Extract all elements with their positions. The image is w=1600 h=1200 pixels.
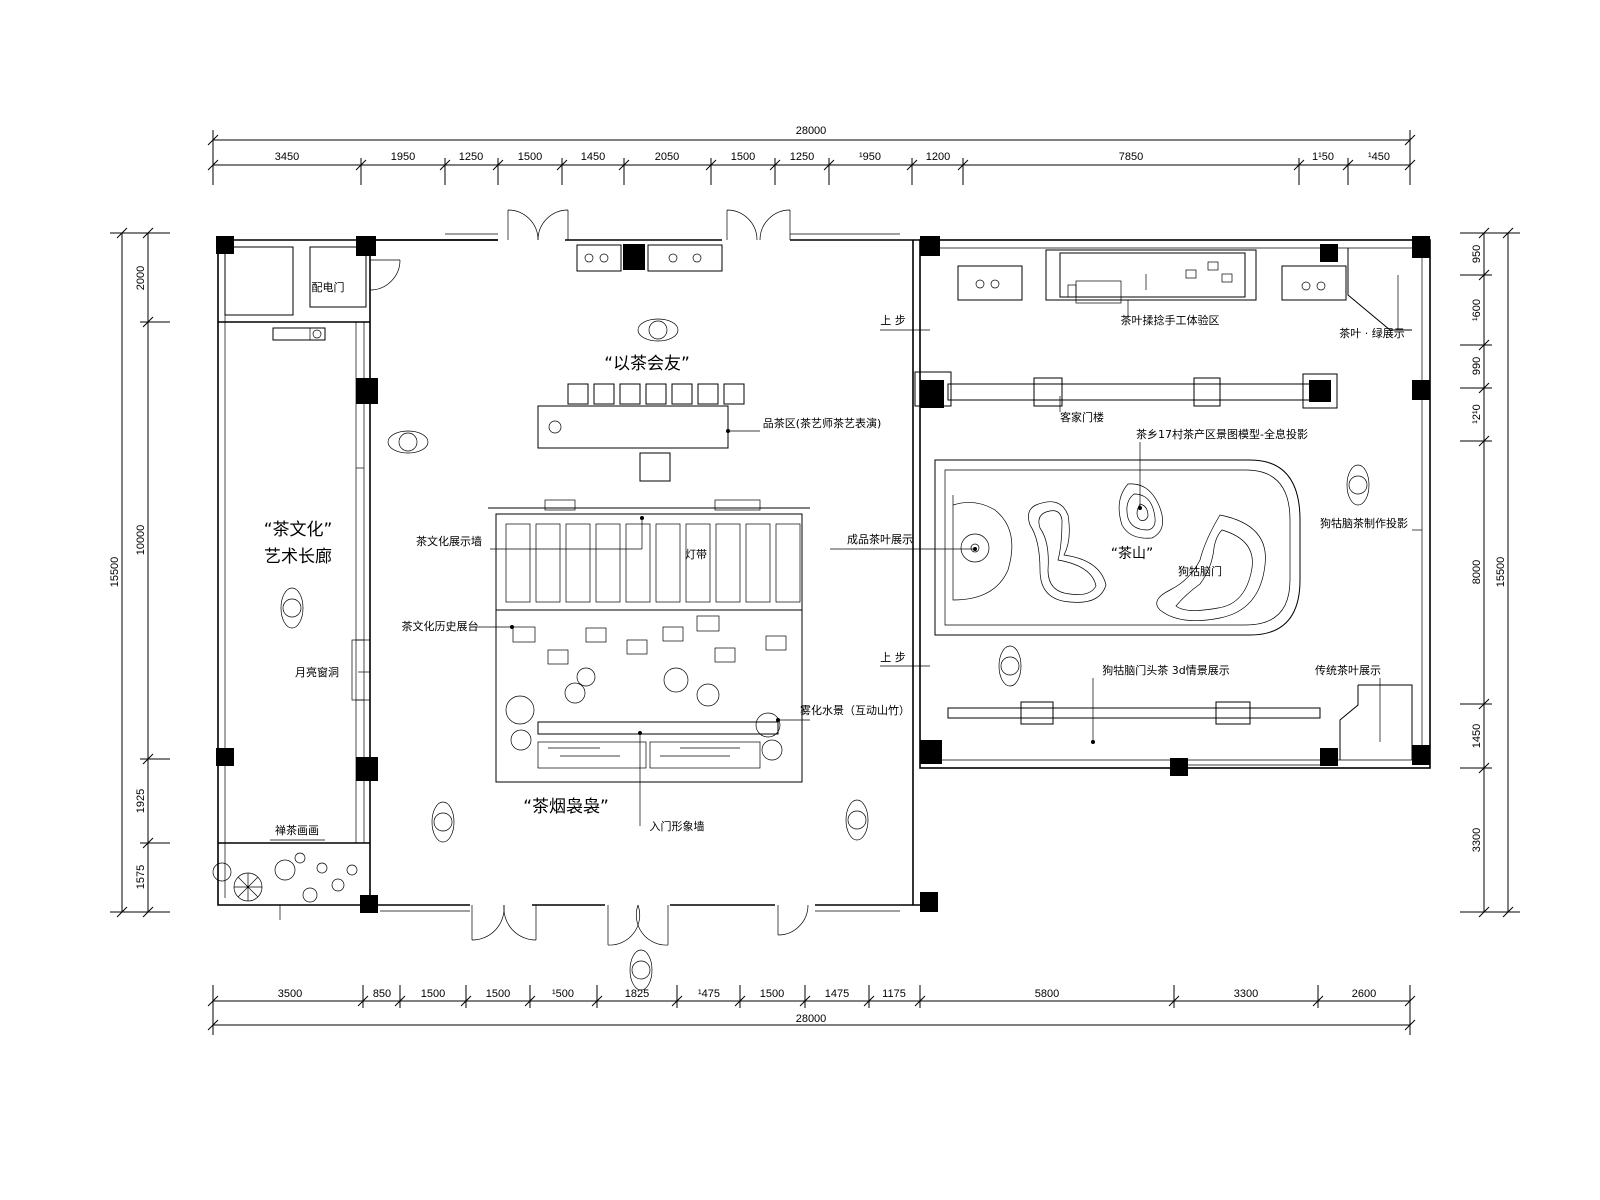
dim-top-5: 1450 bbox=[581, 151, 605, 163]
dim-bottom-6: 1825 bbox=[625, 988, 649, 1000]
dim-right-1: 950 bbox=[1471, 245, 1483, 263]
right-dimension-chain: 15500 950 ¹600 990 ¹2¹0 8000 1450 3300 bbox=[1460, 227, 1520, 918]
left-dimension-chain: 15500 2000 10000 1925 1575 bbox=[109, 227, 170, 918]
lower-rail bbox=[947, 248, 1413, 760]
dim-right-7: 3300 bbox=[1471, 828, 1483, 852]
dim-top-9: ¹950 bbox=[859, 151, 881, 163]
labels: 配电门 “茶文化” 艺术长廊 月亮窗洞 禅茶画画 “以茶会友” 品茶区(茶艺师茶… bbox=[264, 280, 1408, 837]
tasting-bar bbox=[537, 383, 745, 482]
dim-bottom-5: ¹500 bbox=[552, 988, 574, 1000]
dim-right-2: ¹600 bbox=[1471, 299, 1483, 321]
top-dimension-chain: 28000 3450 1950 1250 1500 1450 2050 1500… bbox=[207, 125, 1416, 185]
rail-label: 客家门楼 bbox=[1060, 410, 1104, 424]
dim-top-2: 1950 bbox=[391, 151, 415, 163]
dim-left-total: 15500 bbox=[109, 557, 121, 588]
mountain-model bbox=[934, 459, 1301, 636]
dim-right-3: 990 bbox=[1471, 357, 1483, 375]
gallery-details bbox=[270, 327, 371, 841]
culture-display-block bbox=[488, 499, 810, 783]
dim-top-10: 1200 bbox=[926, 151, 950, 163]
friends-title: “以茶会友” bbox=[604, 354, 690, 374]
dim-bottom-total: 28000 bbox=[796, 1013, 827, 1025]
dim-right-4: ¹2¹0 bbox=[1471, 404, 1483, 424]
experience-label: 茶叶揉捻手工体验区 bbox=[1121, 313, 1220, 327]
culture-wall-label: 茶文化展示墙 bbox=[416, 534, 482, 548]
dim-top-6: 2050 bbox=[655, 151, 679, 163]
entrance-wall-label: 入门形象墙 bbox=[650, 819, 705, 833]
door-label: 配电门 bbox=[312, 280, 345, 294]
dim-left-4: 1575 bbox=[135, 865, 147, 889]
gallery-title-line1: “茶文化” bbox=[264, 520, 333, 540]
dim-bottom-11: 5800 bbox=[1035, 988, 1059, 1000]
dim-bottom-9: 1475 bbox=[825, 988, 849, 1000]
dim-bottom-3: 1500 bbox=[421, 988, 445, 1000]
dim-left-1: 2000 bbox=[135, 266, 147, 290]
dim-top-3: 1250 bbox=[459, 151, 483, 163]
stair-label-1: 上 步 bbox=[880, 314, 906, 327]
brand-label: 狗牯脑门 bbox=[1178, 564, 1222, 578]
person-icon bbox=[637, 318, 679, 342]
fog-label: 雾化水景（互动山竹） bbox=[800, 703, 910, 717]
dim-top-11: 7850 bbox=[1119, 151, 1143, 163]
person-icon bbox=[387, 430, 429, 454]
dim-top-12: 1¹50 bbox=[1312, 151, 1334, 163]
person-icon bbox=[629, 949, 653, 991]
tasting-label: 品茶区(茶艺师茶艺表演) bbox=[763, 416, 882, 430]
tea-show-label: 茶叶 · 绿展示 bbox=[1339, 326, 1405, 340]
dim-bottom-4: 1500 bbox=[486, 988, 510, 1000]
structural-columns bbox=[216, 236, 1430, 913]
dim-top-13: ¹450 bbox=[1368, 151, 1390, 163]
bottom-dimension-chain: 3500 850 1500 1500 ¹500 1825 ¹475 1500 1… bbox=[207, 985, 1416, 1035]
dim-bottom-8: 1500 bbox=[760, 988, 784, 1000]
dim-top-8: 1250 bbox=[790, 151, 814, 163]
person-icon bbox=[845, 799, 869, 841]
sinks bbox=[576, 244, 1347, 301]
person-icon bbox=[1346, 464, 1370, 506]
scene-label: 狗牯脑门头茶 3d情景展示 bbox=[1102, 663, 1229, 677]
person-icon bbox=[431, 801, 455, 843]
dim-bottom-10: 1175 bbox=[882, 988, 906, 1000]
history-tea-label: 传统茶叶展示 bbox=[1315, 664, 1381, 677]
dim-right-5: 8000 bbox=[1471, 560, 1483, 584]
smoke-title: “茶烟袅袅” bbox=[523, 797, 609, 817]
model-label: 茶乡17村茶产区景图模型-全息投影 bbox=[1136, 427, 1308, 441]
exterior-walls bbox=[217, 233, 1431, 912]
dim-right-6: 1450 bbox=[1471, 724, 1483, 748]
dim-bottom-1: 3500 bbox=[278, 988, 302, 1000]
lamp-label: 灯带 bbox=[685, 548, 707, 561]
gallery-title-line2: 艺术长廊 bbox=[264, 547, 332, 567]
rail-gate bbox=[914, 371, 1338, 409]
mountain-title: “茶山” bbox=[1111, 546, 1154, 562]
plant-icon bbox=[212, 852, 358, 903]
finished-tea-label: 成品茶叶展示 bbox=[847, 533, 913, 546]
painting-label: 禅茶画画 bbox=[275, 823, 319, 837]
history-label: 茶文化历史展台 bbox=[402, 619, 479, 633]
experience-counter bbox=[1045, 249, 1257, 304]
dim-top-4: 1500 bbox=[518, 151, 542, 163]
doors bbox=[279, 209, 809, 946]
dim-right-total: 15500 bbox=[1495, 557, 1507, 588]
dim-left-2: 10000 bbox=[135, 525, 147, 556]
dim-top-total: 28000 bbox=[796, 125, 827, 137]
person-icon bbox=[280, 587, 304, 629]
leader-lines bbox=[358, 275, 1422, 826]
dim-bottom-12: 3300 bbox=[1234, 988, 1258, 1000]
dim-top-1: 3450 bbox=[275, 151, 299, 163]
dim-bottom-7: ¹475 bbox=[698, 988, 720, 1000]
window-grid-label: 月亮窗洞 bbox=[295, 665, 339, 679]
dim-bottom-13: 2600 bbox=[1352, 988, 1376, 1000]
dim-left-3: 1925 bbox=[135, 789, 147, 813]
stair-label-2: 上 步 bbox=[880, 651, 906, 664]
dim-top-7: 1500 bbox=[731, 151, 755, 163]
dim-bottom-2: 850 bbox=[373, 988, 391, 1000]
person-icon bbox=[998, 645, 1022, 687]
craft-label: 狗牯脑茶制作投影 bbox=[1320, 516, 1408, 530]
